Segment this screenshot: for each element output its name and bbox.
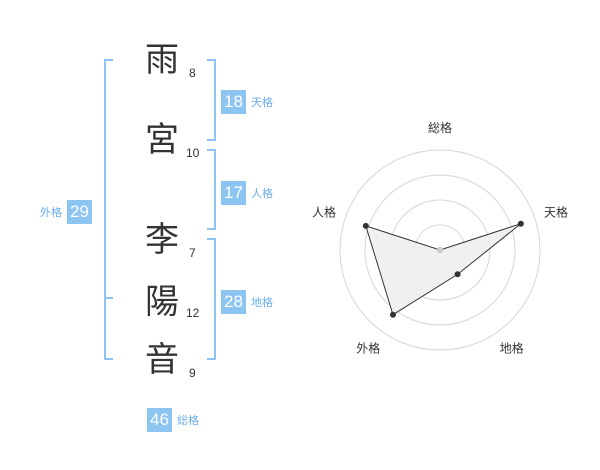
gaikaku-label: 外格 (40, 206, 62, 219)
stroke-count-2: 10 (186, 146, 200, 160)
radar-axis-label-4: 外格 (356, 341, 380, 356)
radar-axis-label-5: 人格 (312, 204, 336, 219)
jinkaku-bracket (207, 149, 216, 230)
radar-grid-ring-4 (339, 149, 541, 351)
tenkaku-fortune: 18 天格 (221, 90, 273, 114)
radar-center-dot (437, 247, 443, 253)
stroke-count-4: 12 (186, 306, 200, 320)
stroke-count-1: 8 (189, 66, 196, 80)
name-char-5: 音 (145, 340, 179, 380)
name-char-2: 宮 (145, 120, 179, 160)
soukaku-label: 総格 (177, 414, 199, 427)
soukaku-score: 46 (147, 408, 172, 432)
jinkaku-label: 人格 (251, 187, 273, 200)
name-char-3: 李 (145, 220, 179, 260)
gaikaku-bracket (104, 59, 113, 360)
jinkaku-fortune: 17 人格 (221, 181, 273, 205)
name-char-1: 雨 (145, 40, 179, 80)
radar-point-3 (454, 271, 461, 278)
radar-axis-label-2: 天格 (544, 204, 568, 219)
tenkaku-score: 18 (221, 90, 246, 114)
stroke-count-3: 7 (189, 246, 196, 260)
soukaku-fortune: 46 総格 (147, 408, 199, 432)
tenkaku-label: 天格 (251, 96, 273, 109)
jinkaku-score: 17 (221, 181, 246, 205)
radar-point-4 (389, 311, 396, 318)
chikaku-bracket (207, 238, 216, 360)
radar-point-5 (362, 222, 369, 229)
radar-axis-label-1: 総格 (428, 120, 452, 135)
tenkaku-bracket (207, 59, 216, 141)
name-char-4: 陽 (145, 282, 179, 322)
radar-area (365, 223, 522, 316)
radar-grid-ring-3 (364, 174, 516, 326)
gaikaku-score: 29 (67, 200, 92, 224)
chikaku-fortune: 28 地格 (221, 290, 273, 314)
gaikaku-fortune: 外格 29 (40, 200, 92, 224)
radar-point-2 (517, 220, 524, 227)
radar-axis-label-3: 地格 (500, 341, 524, 356)
stroke-count-5: 9 (189, 366, 196, 380)
chikaku-label: 地格 (251, 296, 273, 309)
chikaku-score: 28 (221, 290, 246, 314)
